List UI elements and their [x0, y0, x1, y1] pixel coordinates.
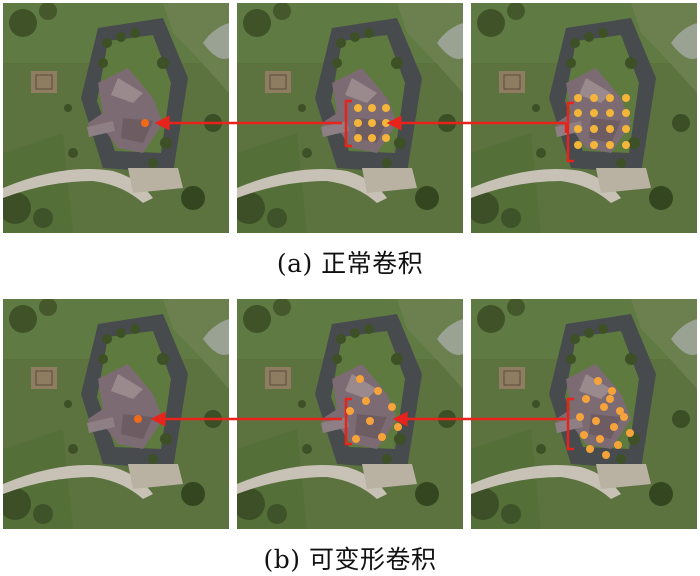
panel-original — [3, 299, 229, 529]
panel-layer2-regular — [471, 3, 697, 233]
aerial-image — [3, 3, 229, 233]
aerial-image — [3, 299, 229, 529]
panel-layer2-deformable — [471, 299, 697, 529]
aerial-image — [471, 299, 697, 529]
caption-deformable-convolution: (b) 可变形卷积 — [263, 545, 437, 574]
panel-original — [3, 3, 229, 233]
caption-regular-convolution: (a) 正常卷积 — [276, 249, 424, 278]
aerial-image — [237, 299, 463, 529]
row-regular-convolution — [0, 3, 700, 233]
panel-layer1-regular — [237, 3, 463, 233]
aerial-image — [471, 3, 697, 233]
panel-layer1-deformable — [237, 299, 463, 529]
row-deformable-convolution — [0, 299, 700, 529]
aerial-image — [237, 3, 463, 233]
